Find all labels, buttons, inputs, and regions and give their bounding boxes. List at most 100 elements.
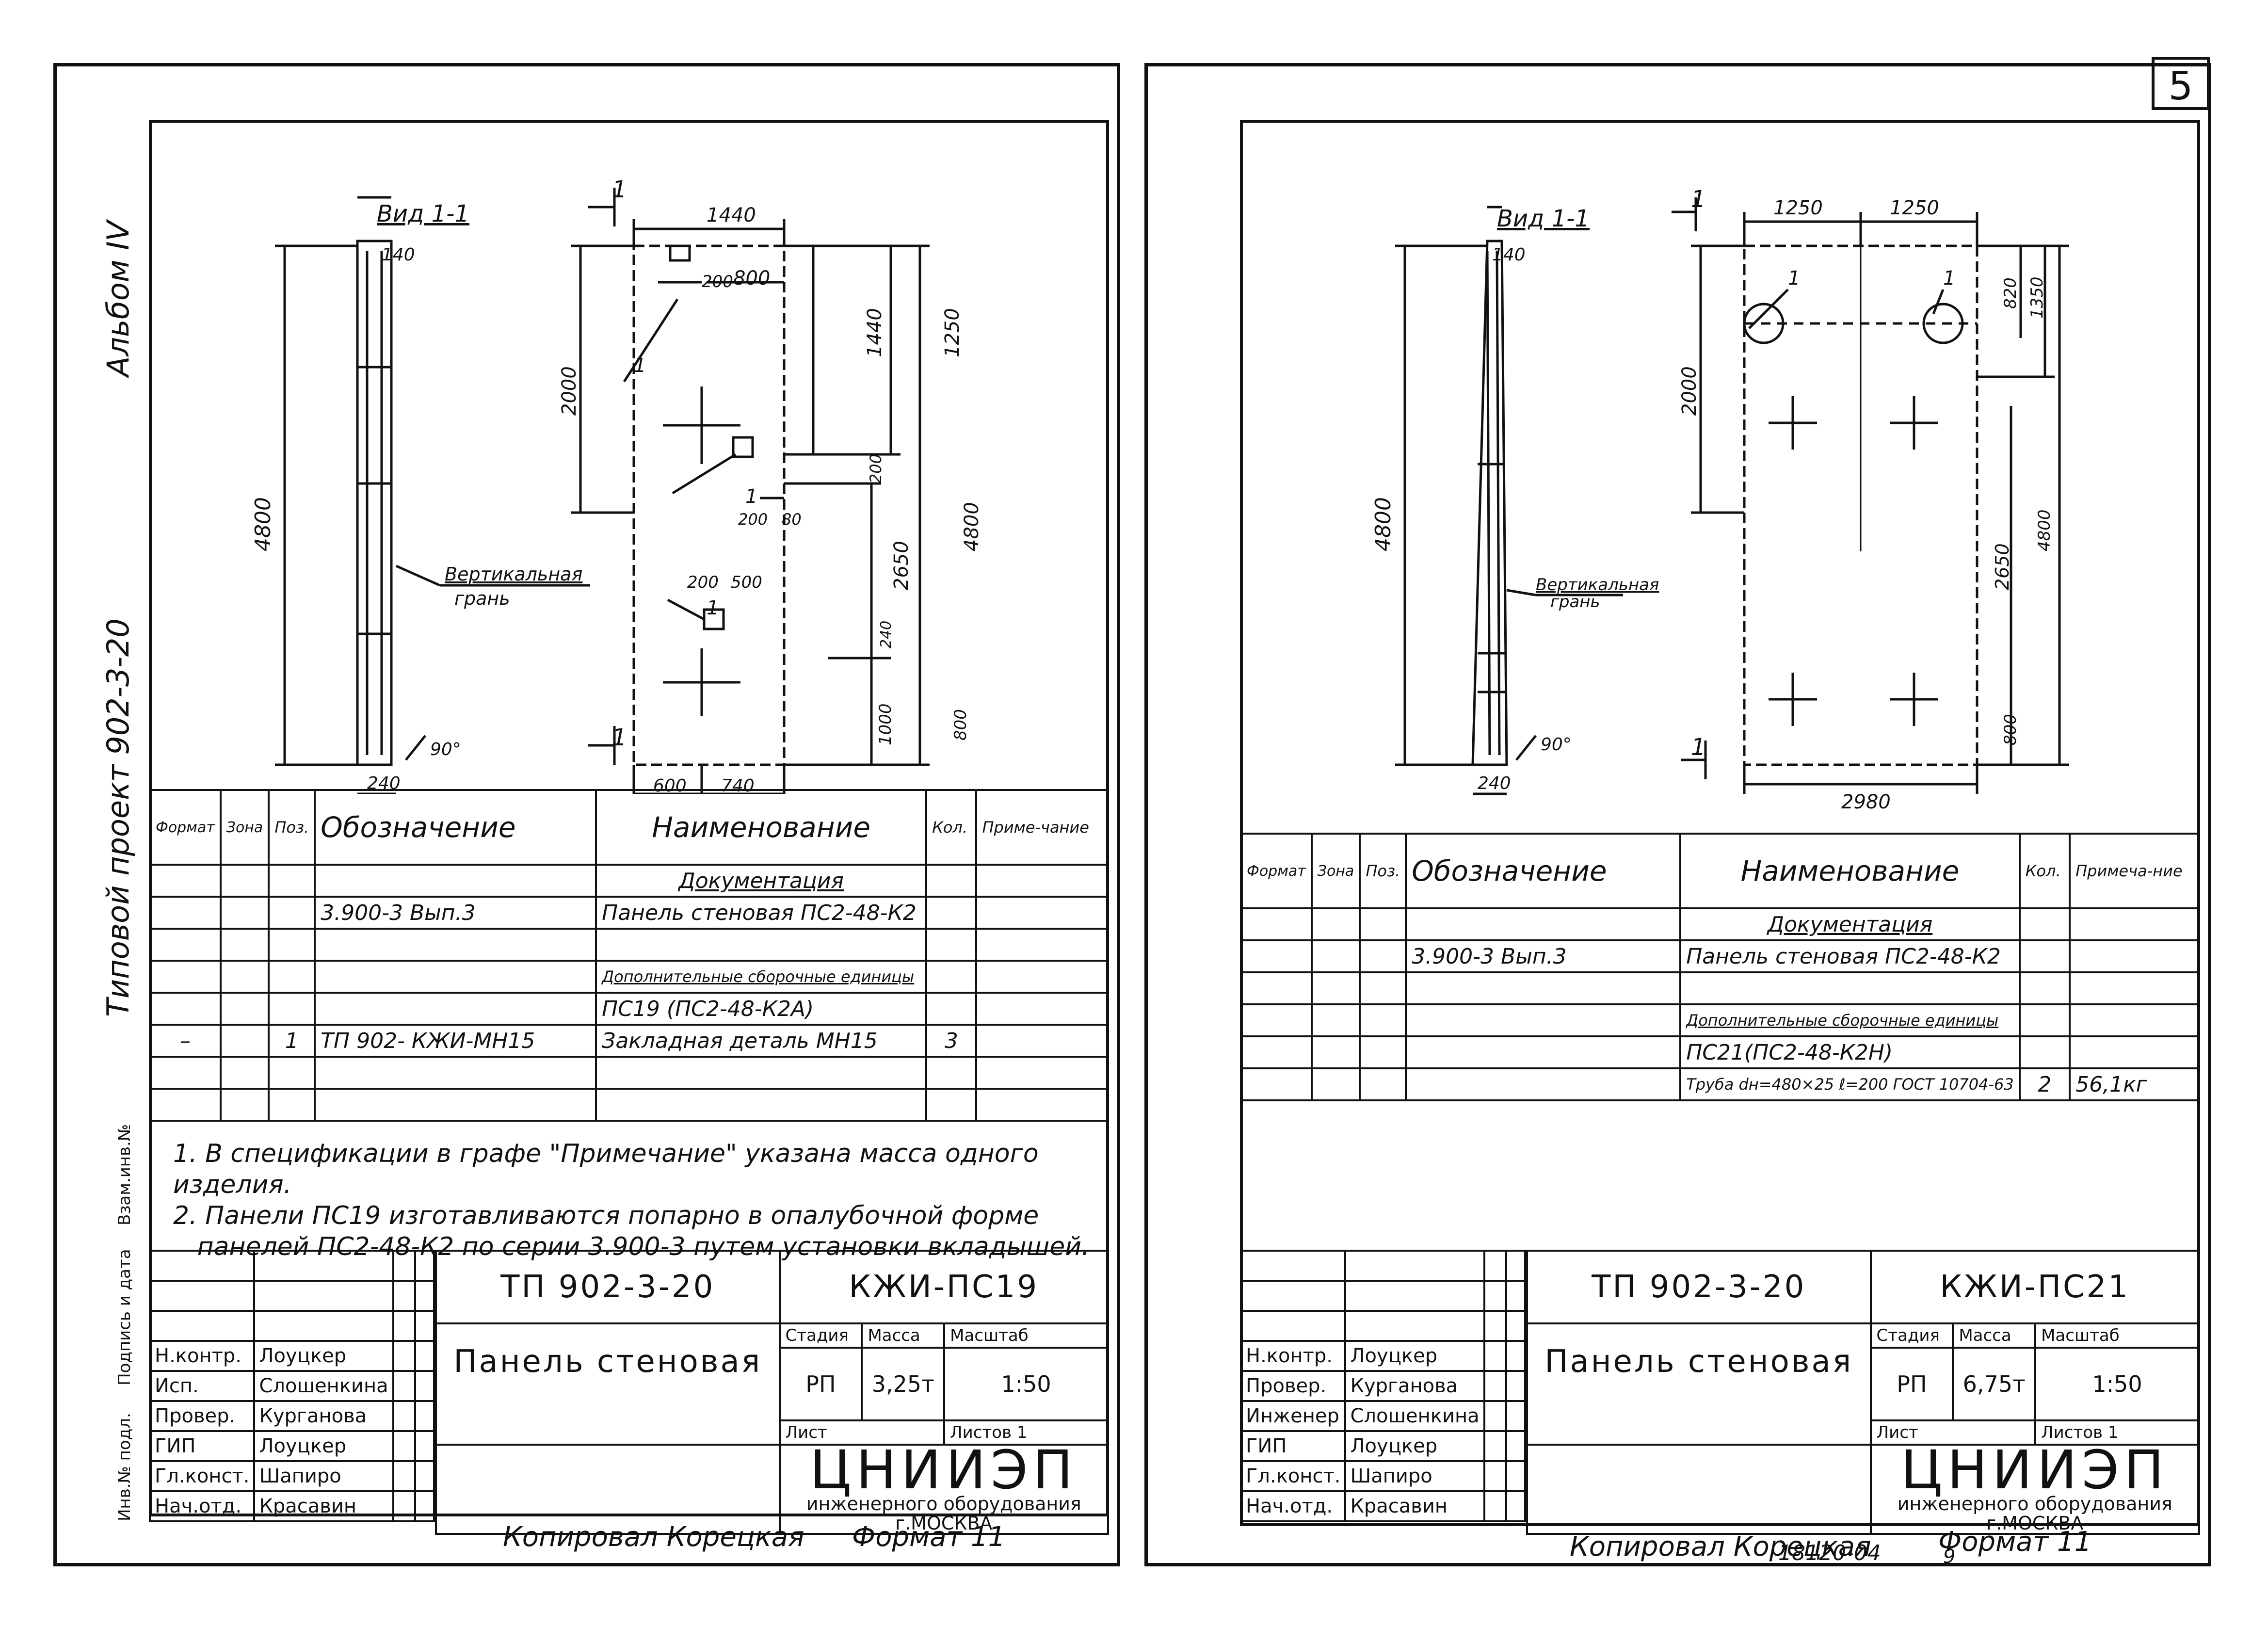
spec-header-format: Формат: [149, 789, 222, 866]
dim-140: 140: [1492, 245, 1526, 265]
table-row: Документация: [149, 864, 1109, 898]
face-label-2: грань: [454, 588, 510, 609]
spec-header-row: Формат Зона Поз. Обозначение Наименовани…: [149, 789, 1109, 866]
section-mark-top: 1: [612, 176, 627, 203]
dim-200d: 200: [687, 573, 719, 592]
stamp-row: Н.контр.Лоуцкер: [1239, 1340, 1527, 1372]
table-row: ПС19 (ПС2-48-К2А): [149, 992, 1109, 1026]
face-label-1: Вертикальная: [445, 564, 582, 585]
spec-header-zone: Зона: [1310, 833, 1361, 909]
stage-value: РП: [1869, 1347, 1954, 1421]
front-view-body: [632, 244, 786, 766]
org-name: ЦНИИЭП: [810, 1439, 1078, 1501]
mass-value: 6,75т: [1952, 1347, 2037, 1421]
dim-4800b: 4800: [961, 502, 983, 551]
drawing-code: КЖИ-ПС21: [1869, 1250, 2201, 1324]
org-name: ЦНИИЭП: [1901, 1439, 2169, 1501]
stamp-row: Гл.конст.Шапиро: [1239, 1460, 1527, 1492]
table-row: [149, 1088, 1109, 1122]
spec-header-qty: Кол.: [925, 789, 978, 866]
drawing-code: КЖИ-ПС19: [778, 1250, 1110, 1324]
footer-page: 9: [1943, 1546, 1956, 1568]
spec-header-qty: Кол.: [2018, 833, 2071, 909]
table-row: Дополнительные сборочные единицы: [149, 960, 1109, 994]
scale-header: Масштаб: [2034, 1322, 2200, 1349]
note-2: 2. Панели ПС19 изготавливаются попарно в…: [173, 1201, 1039, 1230]
vzam-label: Взам.инв.№: [115, 1124, 134, 1225]
dim-240: 240: [1478, 773, 1511, 793]
dim-1250: 1250: [941, 308, 964, 357]
spec-cell: Дополнительные сборочные единицы: [1679, 1003, 2021, 1037]
spec-header-pos: Поз.: [1359, 833, 1407, 909]
face-label-1: Вертикальная: [1536, 575, 1659, 595]
scale-header: Масштаб: [943, 1322, 1109, 1349]
leader-1b: 1: [745, 485, 757, 508]
left-drawing: Вид 1-1 140 1440 1 1 4800 240 90° Вертик…: [251, 176, 983, 794]
inv-label: Инв.№ подл.: [115, 1413, 134, 1521]
sheet-number: 5: [2152, 57, 2210, 110]
side-view-body: [1471, 240, 1508, 766]
table-row: Труба dн=480×25 ℓ=200 ГОСТ 10704-63 2 56…: [1240, 1067, 2200, 1101]
footer-format: Формат 11: [1938, 1526, 2092, 1558]
spec-cell: –: [149, 1024, 222, 1058]
table-row: [1240, 971, 2200, 1005]
left-spec-table: Формат Зона Поз. Обозначение Наименовани…: [149, 789, 1109, 1122]
spec-cell: Дополнительные сборочные единицы: [595, 960, 928, 994]
dim-2980: 2980: [1841, 791, 1891, 813]
spec-cell: Закладная деталь МН15: [595, 1024, 928, 1058]
leader-1a: 1: [634, 354, 646, 377]
table-row: [149, 1056, 1109, 1090]
dim-800: 800: [2001, 714, 2020, 745]
stamp-row: Н.контр.Лоуцкер: [148, 1340, 435, 1372]
org-sub1: инженерного оборудования: [806, 1493, 1081, 1514]
mass-value: 3,25т: [861, 1347, 946, 1421]
spec-header-name: Наименование: [1679, 833, 2021, 909]
spec-cell: ТП 902- КЖИ-МН15: [314, 1024, 597, 1058]
left-title-block: ТП 902-3-20 КЖИ-ПС19 Панель стеновая Ста…: [435, 1250, 1110, 1535]
left-sheet: Альбом IV Типовой проект 902-3-20 Инв.№ …: [53, 63, 1120, 1566]
table-row: – 1 ТП 902- КЖИ-МН15 Закладная деталь МН…: [149, 1024, 1109, 1058]
stamp-row: Нач.отд.Красавин: [1239, 1490, 1527, 1522]
left-notes: 1. В спецификации в графе "Примечание" у…: [173, 1138, 1094, 1262]
dim-1440b: 1440: [864, 308, 886, 357]
dim-1250b: 1250: [1890, 197, 1939, 219]
stamp-row: Нач.отд.Красавин: [148, 1490, 435, 1522]
face-label-2: грань: [1550, 592, 1600, 612]
dim-90: 90°: [1541, 735, 1572, 755]
stamp-row: Провер.Курганова: [1239, 1370, 1527, 1402]
dim-4800: 4800: [1371, 497, 1396, 551]
dim-800: 800: [733, 267, 770, 290]
footer-number: 18120-04: [1778, 1541, 1881, 1565]
spec-cell: ПС21(ПС2-48-К2Н): [1679, 1035, 2021, 1069]
dim-2000: 2000: [558, 366, 580, 416]
table-row: [149, 928, 1109, 962]
stamp-row: Гл.конст.Шапиро: [148, 1460, 435, 1492]
dim-800b: 800: [951, 709, 970, 741]
footer-copied-by: Копировал Корецкая: [1570, 1531, 1871, 1563]
sheet-label: Лист: [778, 1419, 946, 1446]
spec-cell: 1: [268, 1024, 316, 1058]
mass-header: Масса: [1952, 1322, 2037, 1349]
footer-copied-by: Копировал Корецкая: [503, 1521, 804, 1553]
side-view-body: [356, 240, 393, 766]
spec-header-note: Примеча-ние: [2069, 833, 2200, 909]
footer-format: Формат 11: [852, 1521, 1006, 1553]
spec-cell: Документация: [595, 864, 928, 898]
spec-cell: ПС19 (ПС2-48-К2А): [595, 992, 928, 1026]
scale-value: 1:50: [943, 1347, 1109, 1421]
dim-90: 90°: [430, 740, 461, 759]
spec-cell: Документация: [1679, 907, 2021, 941]
spec-header-pos: Поз.: [268, 789, 316, 866]
table-row: Документация: [1240, 907, 2200, 941]
spec-header-note: Приме-чание: [975, 789, 1109, 866]
dim-1350: 1350: [2027, 276, 2047, 319]
spec-cell: 56,1кг: [2069, 1067, 2200, 1101]
dim-1000: 1000: [876, 703, 895, 745]
leader-1c: 1: [707, 597, 719, 619]
stage-value: РП: [778, 1347, 863, 1421]
right-title-block: ТП 902-3-20 КЖИ-ПС21 Панель стеновая Ста…: [1526, 1250, 2201, 1535]
project-code: ТП 902-3-20: [1526, 1250, 1872, 1324]
spec-cell: Панель стеновая ПС2-48-К2: [595, 896, 928, 930]
leader-1a: 1: [1788, 267, 1800, 290]
org-sub2: г.МОСКВА: [1986, 1513, 2084, 1534]
